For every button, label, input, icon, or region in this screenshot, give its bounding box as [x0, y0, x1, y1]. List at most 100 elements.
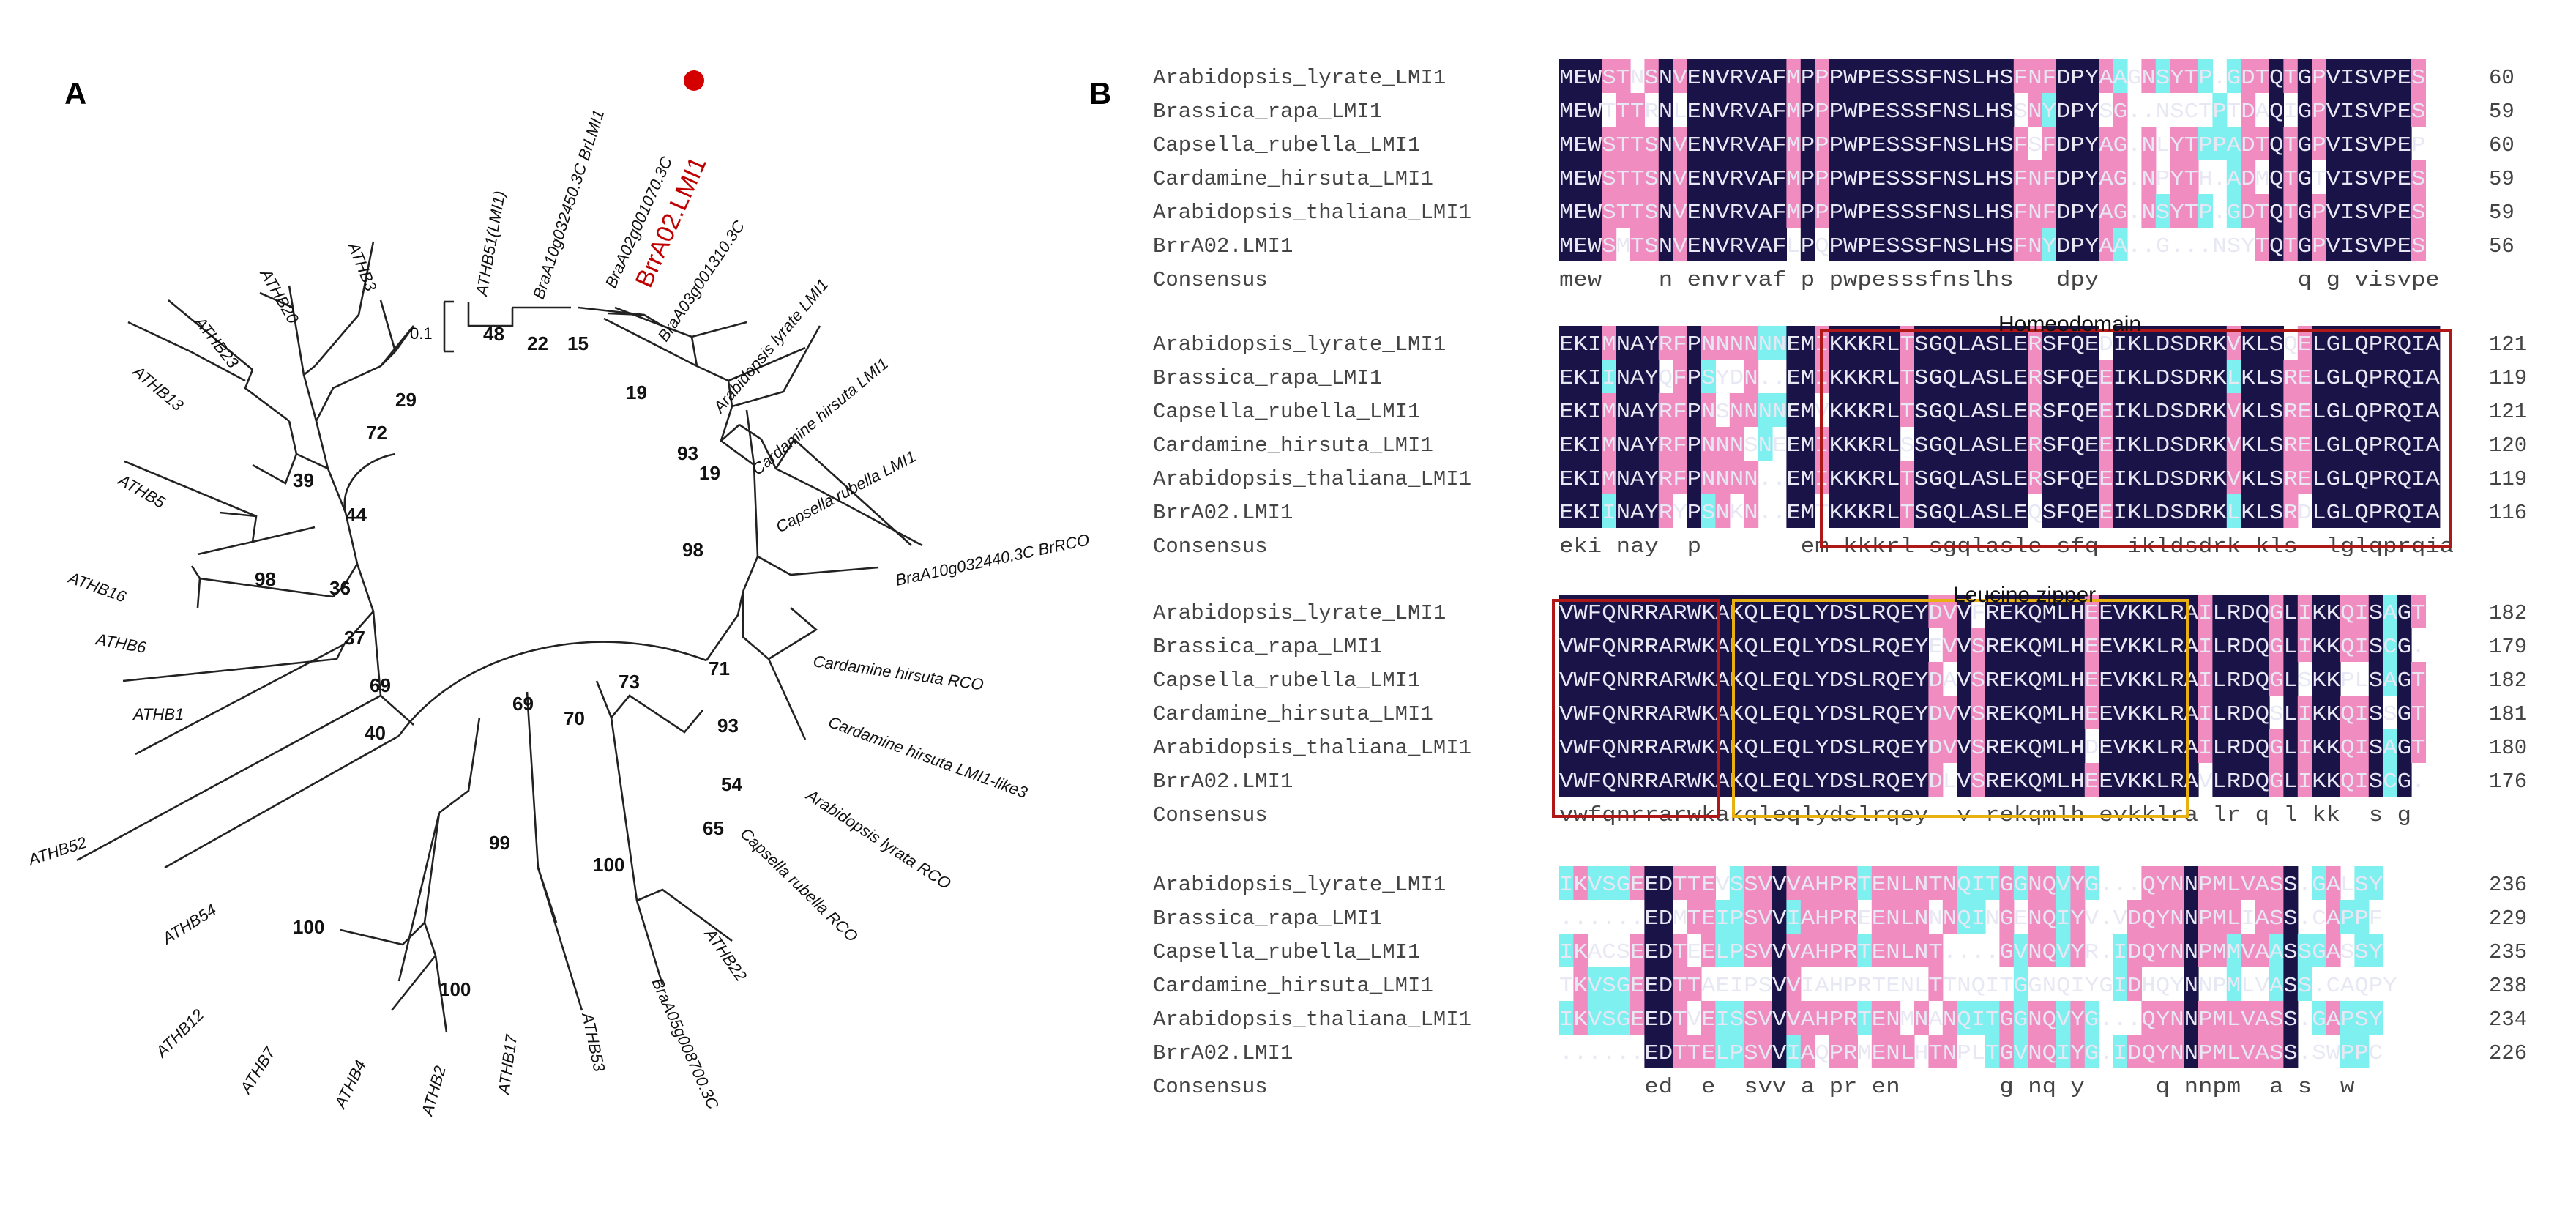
residue-highlight [2056, 93, 2071, 127]
residue-highlight [2411, 461, 2426, 494]
residue-highlight [1800, 59, 1815, 93]
residue-highlight [2354, 763, 2370, 797]
residue-highlight [2354, 900, 2370, 934]
residue-highlight [1871, 1001, 1886, 1035]
tree-branches [76, 241, 923, 1033]
residue-highlight [2425, 427, 2441, 461]
residue-highlight [2028, 93, 2043, 127]
residue-highlight [2326, 93, 2341, 127]
residue-highlight [1928, 194, 1944, 228]
residue-highlight [1644, 393, 1660, 427]
residue-highlight [1985, 127, 2000, 160]
residue-highlight [2269, 461, 2284, 494]
residue-highlight [2141, 127, 2157, 160]
leucine-zipper-box [1732, 599, 2189, 818]
residue-highlight [1900, 194, 1915, 228]
residue-highlight [1729, 160, 1744, 194]
residue-highlight [1715, 127, 1731, 160]
residue-highlight [1644, 866, 1660, 900]
residue-highlight [2141, 662, 2157, 696]
residue-highlight [1729, 127, 1744, 160]
sequence-position: 59 [2489, 167, 2515, 191]
sequence-residues: IKVSGEEDTVEISSVVVAHPRTENMNANQITGGNQVYG..… [1559, 1008, 2383, 1032]
residue-highlight [1928, 696, 1944, 729]
bootstrap-value: 15 [567, 332, 589, 354]
residue-highlight [2127, 360, 2142, 393]
residue-highlight [1843, 93, 1858, 127]
residue-highlight [2411, 59, 2426, 93]
bootstrap-value: 39 [293, 469, 314, 491]
residue-highlight [2283, 900, 2299, 934]
residue-highlight [1744, 729, 1759, 763]
residue-highlight [1900, 696, 1915, 729]
residue-highlight [2070, 866, 2086, 900]
residue-highlight [2084, 194, 2099, 228]
residue-highlight [1715, 900, 1731, 934]
residue-highlight [1928, 427, 1944, 461]
residue-highlight [1928, 59, 1944, 93]
residue-highlight [1644, 160, 1660, 194]
residue-highlight [1573, 427, 1588, 461]
residue-highlight [1829, 866, 1844, 900]
residue-highlight [1673, 628, 1688, 662]
residue-highlight [1701, 934, 1716, 967]
residue-highlight [1942, 194, 1957, 228]
residue-highlight [2070, 595, 2086, 628]
residue-highlight [1772, 662, 1787, 696]
residue-highlight [1687, 729, 1702, 763]
residue-highlight [1942, 866, 1957, 900]
residue-highlight [2283, 228, 2299, 261]
residue-highlight [1985, 1035, 2000, 1068]
residue-highlight [1999, 628, 2015, 662]
residue-highlight [2297, 427, 2312, 461]
residue-highlight [1815, 628, 1830, 662]
residue-highlight [1985, 194, 2000, 228]
residue-highlight [2113, 696, 2128, 729]
residue-highlight [1786, 360, 1802, 393]
residue-highlight [2170, 900, 2185, 934]
residue-highlight [1900, 866, 1915, 900]
residue-highlight [1957, 1001, 1972, 1035]
sequence-name: Cardamine_hirsuta_LMI1 [1153, 167, 1433, 191]
residue-highlight [2212, 595, 2228, 628]
residue-highlight [1815, 160, 1830, 194]
residue-highlight [2155, 595, 2170, 628]
residue-highlight [1957, 360, 1972, 393]
residue-highlight [2241, 59, 2256, 93]
residue-highlight [1786, 393, 1802, 427]
residue-highlight [1729, 59, 1744, 93]
residue-highlight [2425, 360, 2441, 393]
residue-highlight [2127, 696, 2142, 729]
sequence-name: Cardamine_hirsuta_LMI1 [1153, 974, 1433, 998]
residue-highlight [2241, 1001, 2256, 1035]
residue-highlight [1957, 494, 1972, 528]
residue-highlight [1800, 696, 1815, 729]
residue-highlight [1800, 900, 1815, 934]
residue-highlight [2042, 763, 2057, 797]
residue-highlight [1644, 59, 1660, 93]
sequence-name: Capsella_rubella_LMI1 [1153, 940, 1420, 964]
residue-highlight [1999, 194, 2015, 228]
residue-highlight [1971, 763, 1986, 797]
residue-highlight [1744, 194, 1759, 228]
residue-highlight [1857, 427, 1873, 461]
residue-highlight [2070, 729, 2086, 763]
residue-highlight [2283, 595, 2299, 628]
sequence-name: BrrA02.LMI1 [1153, 1041, 1293, 1065]
residue-highlight [1985, 595, 2000, 628]
residue-highlight [1800, 628, 1815, 662]
residue-highlight [1630, 866, 1645, 900]
residue-highlight [1644, 461, 1660, 494]
residue-highlight [2028, 228, 2043, 261]
residue-highlight [2056, 194, 2071, 228]
residue-highlight [1616, 160, 1631, 194]
residue-highlight [1673, 595, 1688, 628]
residue-highlight [2411, 160, 2426, 194]
consensus-label: Consensus [1153, 268, 1268, 292]
residue-highlight [1658, 595, 1673, 628]
residue-highlight [2056, 900, 2071, 934]
residue-highlight [1687, 427, 1702, 461]
residue-highlight [1957, 662, 1972, 696]
residue-highlight [1985, 427, 2000, 461]
